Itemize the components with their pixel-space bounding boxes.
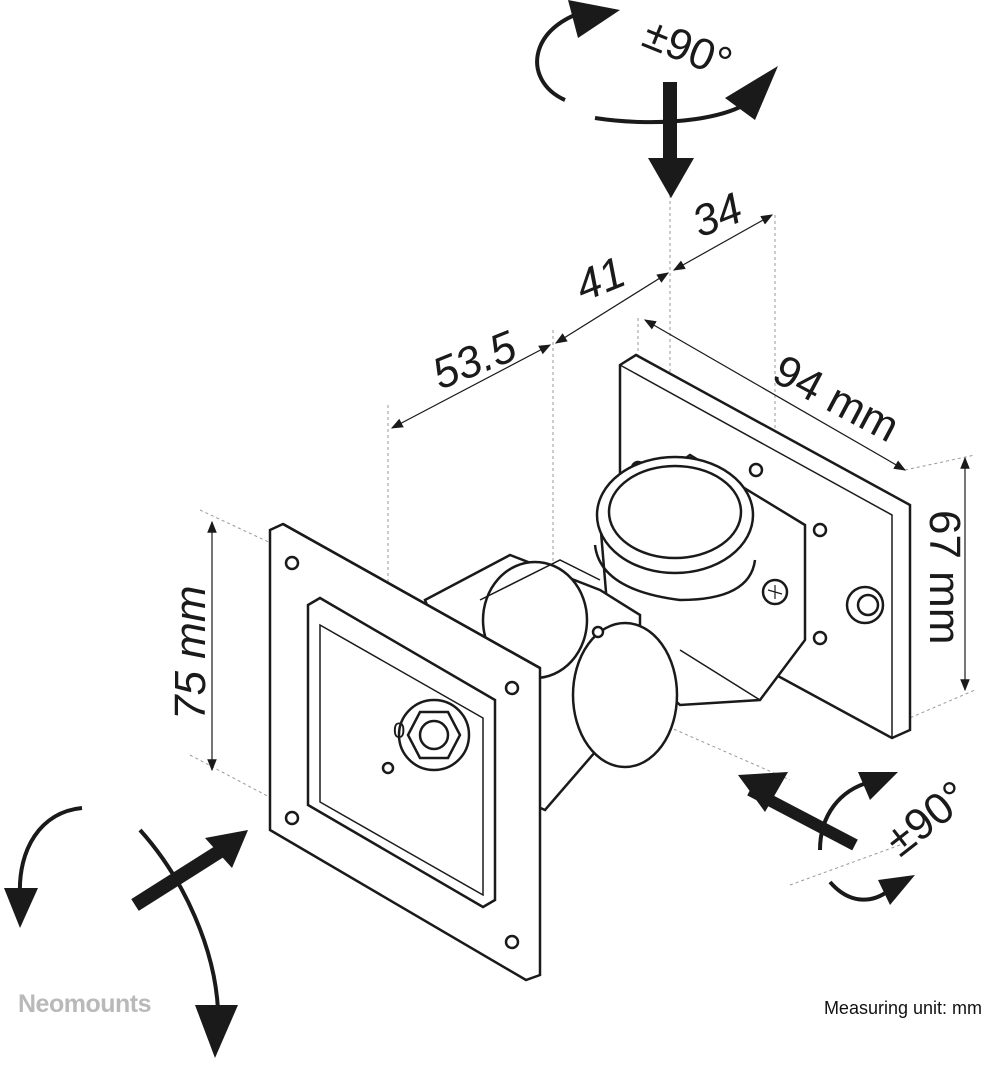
vesa-plate	[268, 522, 542, 982]
depth-3-label: 34	[685, 184, 749, 248]
top-rotation-arrowhead-2	[725, 66, 778, 120]
top-insertion-arrow	[648, 82, 694, 198]
depth-1-label: 53.5	[425, 322, 523, 400]
bolt-label: 0	[393, 718, 405, 743]
right-rotation-arrowhead-1	[858, 772, 898, 800]
vesa-plate-height-label: 75 mm	[166, 586, 215, 720]
left-insertion-arrowhead	[205, 830, 248, 868]
right-insertion-arrowhead	[738, 772, 788, 812]
measuring-unit-note: Measuring unit: mm	[823, 998, 982, 1018]
left-rotation-icon	[17, 806, 229, 1011]
top-rotation-arrowhead-1	[568, 0, 620, 38]
wall-plate-height-label: 67 mm	[920, 510, 969, 644]
brand-logo: Neomounts	[18, 990, 152, 1018]
rotation-right-label: ±90°	[876, 771, 978, 865]
left-rotation-arrowhead-1	[4, 888, 38, 928]
rotation-top-label: ±90°	[636, 9, 738, 88]
right-rotation-arrowhead-2	[878, 875, 915, 905]
depth-dimension-line	[207, 214, 970, 772]
left-rotation-arrowhead-2	[195, 1005, 238, 1058]
